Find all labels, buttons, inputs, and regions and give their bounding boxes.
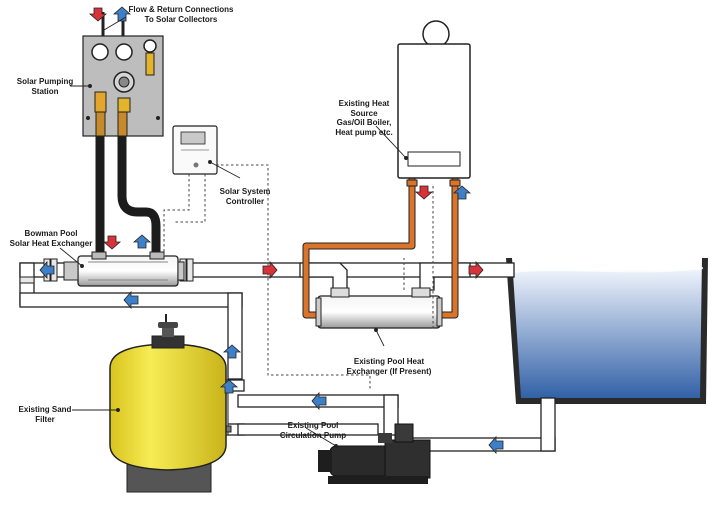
boiler-flue xyxy=(422,20,450,48)
solar-system-controller xyxy=(172,125,218,175)
pool-water-surface xyxy=(511,267,704,273)
bowman-heat-exchanger xyxy=(63,251,185,287)
filter-tank xyxy=(109,343,227,471)
boiler-flow-pipe xyxy=(303,178,415,318)
label-existing-pool-heat-exchanger: Existing Pool Heat Exchanger (If Present… xyxy=(346,357,432,376)
leader-lines xyxy=(59,16,408,448)
label-flow-return-connections: Flow & Return Connections To Solar Colle… xyxy=(128,5,234,24)
filter-feed-riser xyxy=(227,292,243,380)
control-cables xyxy=(163,164,434,390)
pump-housing xyxy=(384,439,431,479)
multiport-valve xyxy=(151,335,185,349)
boiler-casing xyxy=(397,43,471,179)
existing-pool-heat-exchanger xyxy=(315,287,443,329)
pool-outlet-pipe xyxy=(540,397,556,452)
solar-hose-right xyxy=(117,136,161,256)
pool-water xyxy=(511,270,703,400)
flow-arrows xyxy=(39,6,504,455)
label-bowman-heat-exchanger: Bowman Pool Solar Heat Exchanger xyxy=(9,229,93,248)
pressure-gauge-right xyxy=(115,43,133,61)
label-existing-heat-source: Existing Heat Source Gas/Oil Boiler, Hea… xyxy=(335,99,393,137)
boiler-display xyxy=(407,151,461,167)
label-existing-circulation-pump: Existing Pool Circulation Pump xyxy=(279,421,347,440)
existing-heat-source-boiler xyxy=(397,20,471,179)
existing-sand-filter xyxy=(109,314,227,493)
label-existing-sand-filter: Existing Sand Filter xyxy=(18,405,72,424)
boiler-pipes xyxy=(302,178,461,319)
pressure-gauge-left xyxy=(91,43,109,61)
existing-circulation-pump xyxy=(318,423,431,484)
pump-motor xyxy=(329,445,391,477)
solar-hoses xyxy=(95,136,161,256)
pool-suction-pipe xyxy=(409,437,556,452)
hx-outlet-loop xyxy=(419,262,471,291)
flow-meter xyxy=(94,91,107,113)
pressure-gauge-top xyxy=(143,39,157,53)
solar-pumping-station xyxy=(82,12,164,137)
pool xyxy=(506,258,708,404)
label-solar-system-controller: Solar System Controller xyxy=(219,187,271,206)
label-solar-pumping-station: Solar Pumping Station xyxy=(16,77,74,96)
